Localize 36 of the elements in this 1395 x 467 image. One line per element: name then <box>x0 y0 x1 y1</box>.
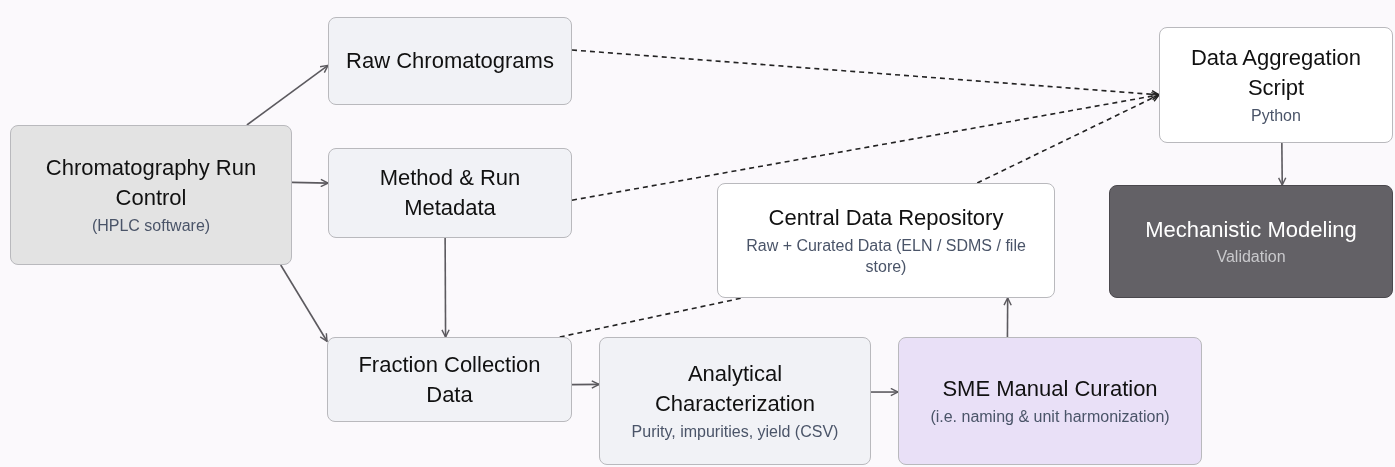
node-title: Fraction Collection Data <box>357 350 542 409</box>
arrow <box>870 387 899 397</box>
node-title: SME Manual Curation <box>942 375 1158 404</box>
node-title: Central Data Repository <box>768 204 1004 233</box>
arrow <box>1277 142 1287 186</box>
node-subtitle: Python <box>1251 105 1301 126</box>
process-box <box>717 183 1055 298</box>
node-title: Data Aggregation Script <box>1190 44 1362 103</box>
node-title: Method & Run Metadata <box>378 164 522 222</box>
dashed-arrow <box>571 91 1160 201</box>
process-box <box>327 337 572 422</box>
dashed-line <box>558 297 743 338</box>
node-subtitle: Raw + Curated Data (ELN / SDMS / file store) <box>745 236 1027 277</box>
node-title: Raw Chromatograms <box>346 47 554 76</box>
node-subtitle: (i.e. naming & unit harmonization) <box>930 406 1170 427</box>
node-subtitle: Validation <box>1216 247 1286 268</box>
process-box <box>898 337 1202 465</box>
process-box <box>328 17 572 105</box>
node-title: Chromatography Run Control <box>44 154 258 213</box>
arrow <box>291 178 329 188</box>
process-box <box>1109 185 1393 298</box>
arrow <box>441 237 450 338</box>
arrow <box>571 380 600 389</box>
process-box <box>1159 27 1393 143</box>
process-box <box>328 148 572 238</box>
dashed-arrow <box>976 94 1160 184</box>
arrow <box>1003 297 1012 338</box>
node-title: Mechanistic Modeling <box>1145 215 1357 244</box>
dashed-arrow <box>571 49 1160 99</box>
node-subtitle: (HPLC software) <box>91 215 211 236</box>
arrow <box>246 64 329 126</box>
node-subtitle: Purity, impurities, yield (CSV) <box>631 421 839 442</box>
process-box <box>599 337 871 465</box>
process-box <box>10 125 292 265</box>
arrow <box>279 264 328 343</box>
node-title: Analytical Characterization <box>653 360 817 419</box>
